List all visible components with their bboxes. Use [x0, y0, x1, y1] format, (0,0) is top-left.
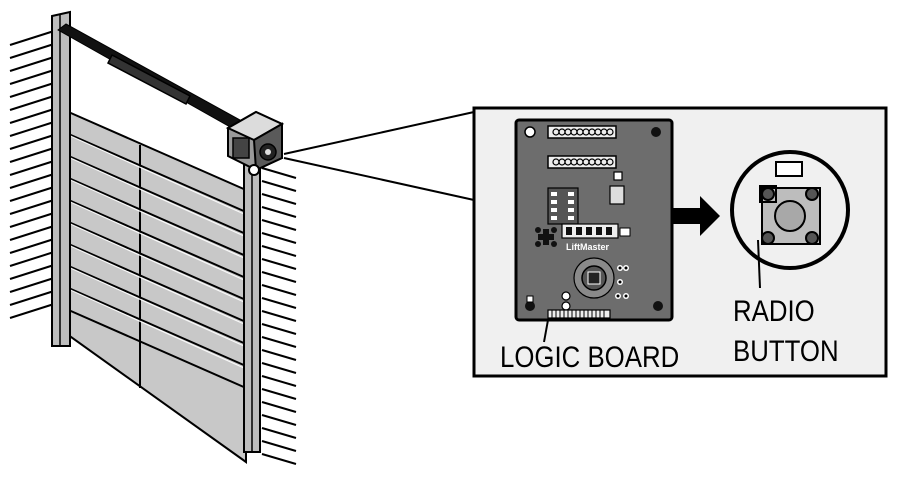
- left-hatching: [9, 30, 55, 319]
- operator-arm: [57, 23, 241, 129]
- gate-panel: [63, 108, 247, 464]
- logic-board-label: LOGIC BOARD: [500, 341, 680, 374]
- radio-button-leader: [757, 239, 761, 289]
- arrow-right-icon: [672, 196, 720, 236]
- radio-button-icon: [730, 150, 850, 270]
- right-hatching: [261, 167, 297, 465]
- callout-lines: [283, 111, 475, 201]
- radio-button-label-line2: BUTTON: [733, 335, 839, 368]
- left-post: [51, 10, 71, 347]
- right-post: [243, 156, 261, 453]
- gate-operator: [225, 110, 285, 176]
- board-brand-text: LiftMaster: [566, 242, 610, 252]
- logic-board-leader: [543, 319, 549, 343]
- radio-button-label-line1: RADIO: [733, 295, 815, 328]
- logic-board: LiftMaster: [514, 118, 674, 322]
